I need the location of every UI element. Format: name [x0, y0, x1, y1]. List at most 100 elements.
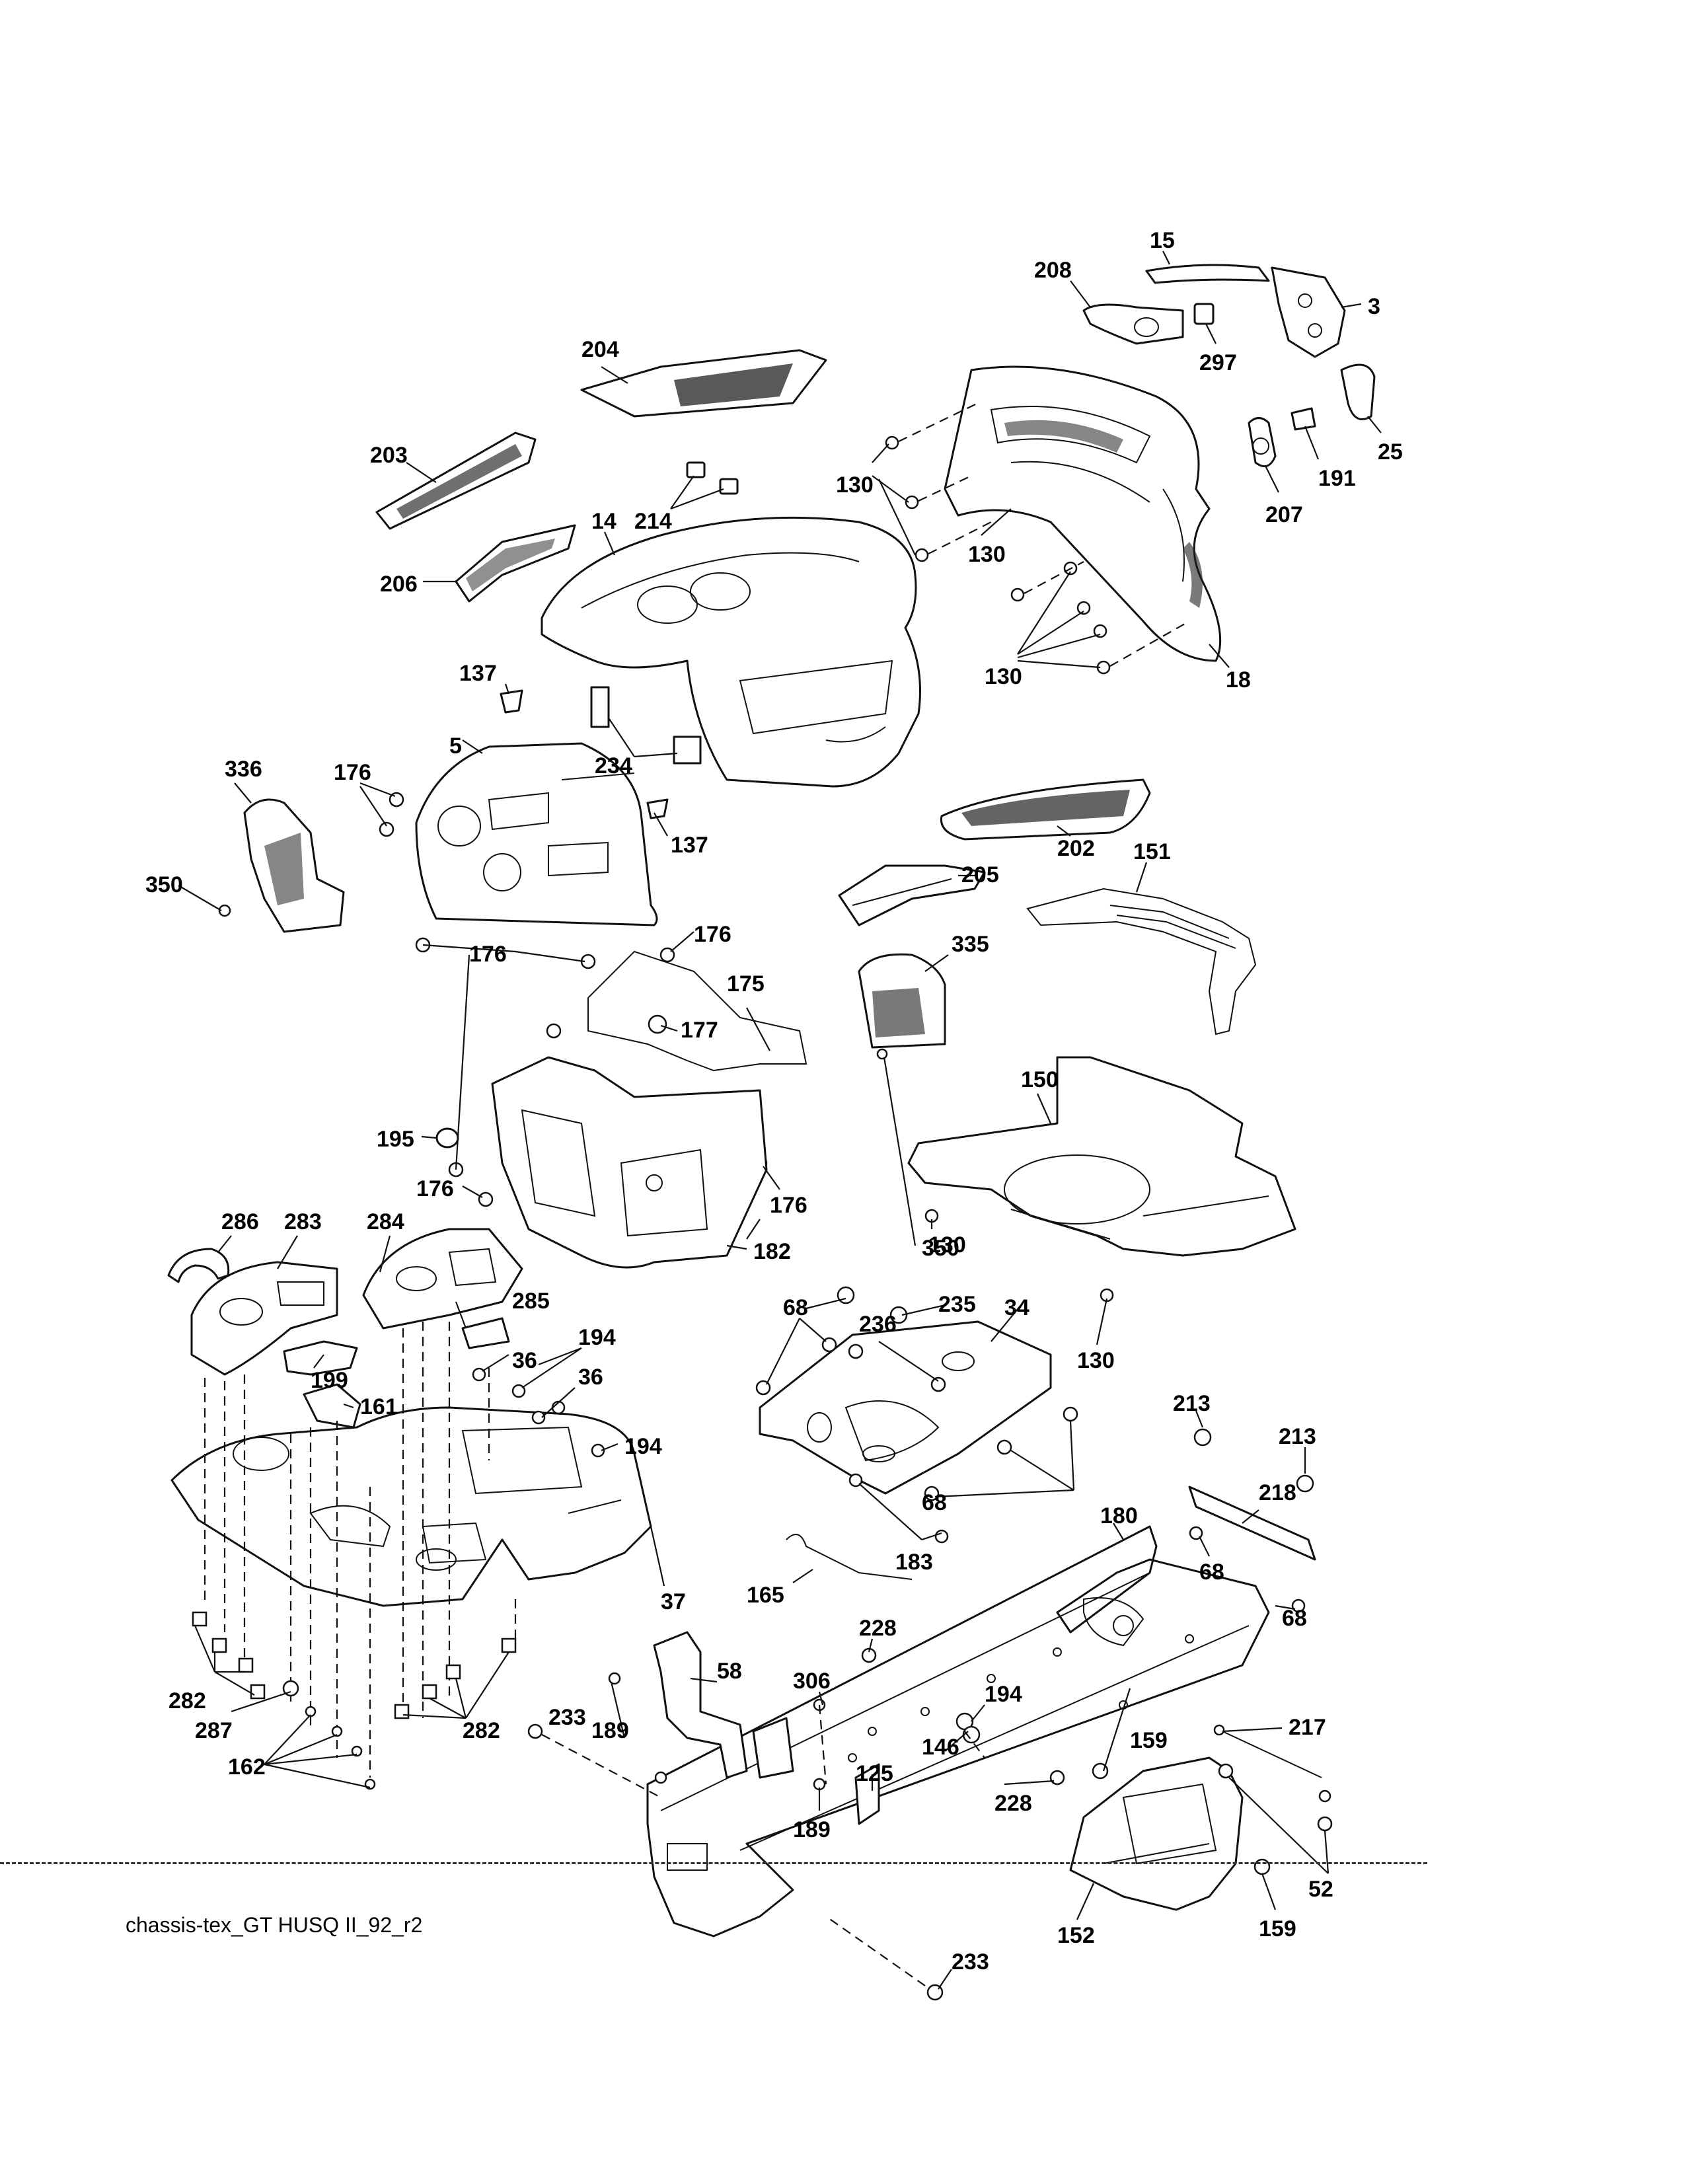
- callout-208: 208: [1034, 258, 1072, 283]
- part-218-bracket: [1188, 1486, 1316, 1561]
- callout-182: 182: [753, 1239, 791, 1264]
- callout-282-b: 282: [463, 1718, 500, 1743]
- callout-189-a: 189: [591, 1718, 629, 1743]
- part-207-lamp: [1248, 417, 1277, 468]
- callout-350-b: 350: [922, 1236, 959, 1261]
- callout-130-a: 130: [836, 472, 874, 498]
- callout-205: 205: [961, 862, 999, 887]
- fender-dashed-lines: [204, 1322, 517, 1778]
- part-151-bracket: [1026, 887, 1257, 1036]
- part-125-bracket: [854, 1763, 880, 1825]
- callout-214: 214: [634, 509, 672, 534]
- callout-labels: 15 208 3 297 25 191 207 204 203 214 130 …: [145, 228, 1403, 1975]
- callout-189-b: 189: [793, 1817, 831, 1842]
- callout-14: 14: [591, 509, 617, 534]
- part-335-side-panel: [858, 953, 946, 1049]
- callout-284: 284: [367, 1209, 404, 1234]
- callout-165: 165: [747, 1583, 784, 1608]
- part-frame-right-bracket: [752, 1717, 794, 1779]
- callout-177: 177: [681, 1018, 718, 1043]
- callout-335: 335: [952, 932, 989, 957]
- part-195-plug: [435, 1127, 459, 1148]
- callout-130-d: 130: [928, 1232, 966, 1258]
- callout-176-b: 176: [694, 922, 731, 947]
- callout-350-a: 350: [145, 872, 183, 897]
- callout-162: 162: [228, 1754, 266, 1780]
- part-34-mount-plate: [759, 1320, 1052, 1495]
- callout-152: 152: [1057, 1923, 1095, 1948]
- callout-233-b: 233: [952, 1949, 989, 1975]
- callout-183: 183: [895, 1550, 933, 1575]
- callout-68-a: 68: [783, 1295, 808, 1320]
- callout-159-b: 159: [1259, 1916, 1296, 1941]
- callout-68-c: 68: [1199, 1560, 1224, 1585]
- part-204-hood-vent: [580, 349, 827, 418]
- callout-195: 195: [377, 1127, 414, 1152]
- part-203-side-vent: [375, 432, 537, 530]
- part-37-rear-fender: [170, 1406, 652, 1607]
- callout-297: 297: [1199, 350, 1237, 375]
- callout-236: 236: [859, 1312, 897, 1337]
- callout-235: 235: [938, 1292, 976, 1317]
- part-206-side-vent: [455, 524, 576, 603]
- part-175-bracket: [587, 950, 807, 1072]
- part-25-lens: [1340, 363, 1376, 420]
- callout-137-a: 137: [459, 661, 497, 686]
- part-284-fender-cover: [362, 1228, 523, 1330]
- fasteners-36-194: [472, 1367, 605, 1458]
- callout-37: 37: [661, 1589, 686, 1614]
- callout-146: 146: [922, 1735, 959, 1760]
- part-286-handle: [167, 1248, 230, 1283]
- callout-130-c: 130: [985, 664, 1022, 689]
- callout-180: 180: [1100, 1503, 1138, 1528]
- callout-176-e: 176: [770, 1193, 807, 1218]
- callout-176-d: 176: [416, 1176, 454, 1201]
- callout-125: 125: [856, 1761, 893, 1786]
- callout-191: 191: [1318, 466, 1356, 491]
- fasteners-213-68-right: [1189, 1428, 1314, 1613]
- callout-25: 25: [1378, 439, 1403, 465]
- part-137-clip-lower: [646, 798, 669, 819]
- callout-206: 206: [380, 572, 418, 597]
- callout-202: 202: [1057, 836, 1095, 861]
- callout-36-a: 36: [512, 1348, 537, 1373]
- callout-233-a: 233: [548, 1705, 586, 1730]
- part-350-screw-right: [876, 1048, 888, 1060]
- part-350-screw-left: [218, 904, 231, 917]
- part-180-frame: [646, 1525, 1270, 1938]
- callout-194-c: 194: [985, 1682, 1022, 1707]
- fasteners-68-235-236: [755, 1286, 1078, 1544]
- callout-213-a: 213: [1173, 1391, 1211, 1416]
- part-165-rod: [786, 1534, 913, 1580]
- part-3-bracket: [1271, 266, 1346, 358]
- part-177-clip: [648, 1014, 667, 1034]
- page-cut-line: [0, 1862, 1427, 1864]
- callout-161: 161: [360, 1394, 398, 1419]
- part-18-front-bumper: [944, 365, 1222, 662]
- part-285-plate: [461, 1317, 510, 1349]
- part-152-seat-bracket: [1069, 1756, 1244, 1911]
- callout-68-d: 68: [1282, 1606, 1307, 1631]
- callout-176-c: 176: [469, 942, 507, 967]
- callout-194-b: 194: [624, 1434, 662, 1459]
- callout-137-b: 137: [671, 833, 708, 858]
- part-182-lower-dash: [491, 1056, 768, 1269]
- part-137-clip-upper: [500, 689, 523, 714]
- part-205-panel: [838, 864, 986, 926]
- callout-285: 285: [512, 1289, 550, 1314]
- callout-130-e: 130: [1077, 1348, 1115, 1373]
- callout-336: 336: [225, 757, 262, 782]
- part-234-decals: [590, 686, 702, 765]
- part-214-clips: [686, 461, 739, 495]
- callout-3: 3: [1368, 294, 1380, 319]
- part-208-headlight-housing: [1082, 303, 1184, 345]
- callout-282-a: 282: [168, 1688, 206, 1713]
- part-161-cover: [303, 1383, 361, 1429]
- callout-18: 18: [1226, 667, 1251, 693]
- callout-68-b: 68: [922, 1490, 947, 1515]
- callout-194-a: 194: [578, 1325, 616, 1350]
- callout-228-b: 228: [994, 1791, 1032, 1816]
- callout-36-b: 36: [578, 1365, 603, 1390]
- part-58-bracket: [653, 1631, 748, 1779]
